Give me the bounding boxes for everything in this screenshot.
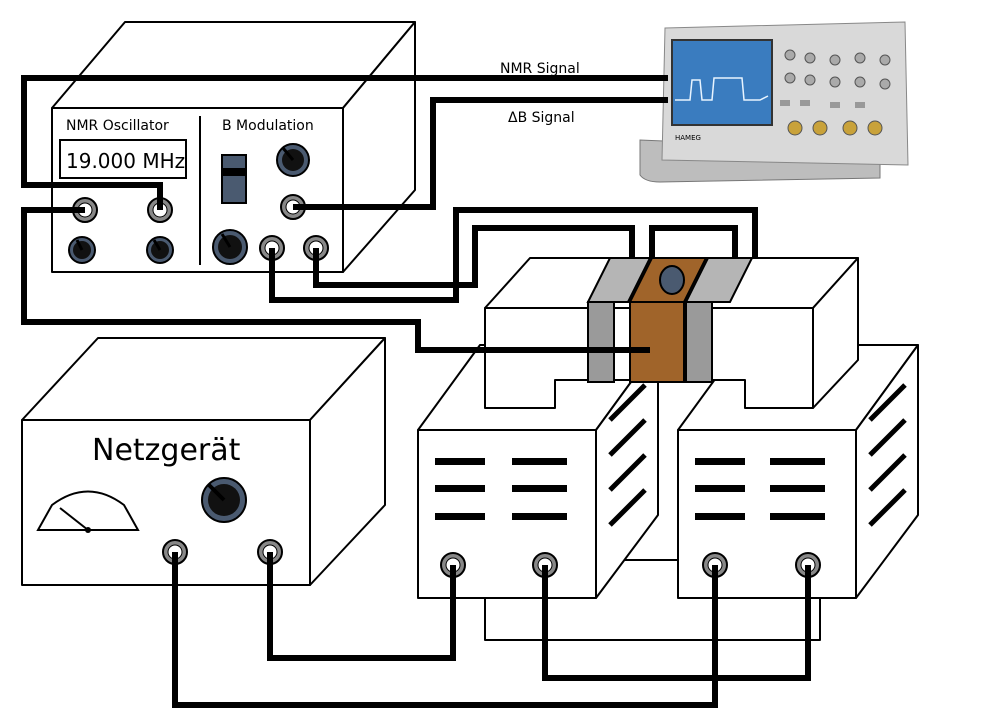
modulation-amplitude-knob[interactable] (277, 144, 309, 176)
oscillator-knob-left[interactable] (69, 237, 95, 263)
power-supply-unit: Netzgerät (22, 338, 385, 585)
nmr-oscillator-unit: NMR Oscillator B Modulation 19.000 MHz (52, 22, 415, 272)
modulation-switch-lever (222, 168, 246, 176)
scope-screen (672, 40, 772, 125)
cable-modulation-bridge (652, 228, 735, 258)
nmr-signal-label: NMR Signal (500, 61, 580, 77)
oscilloscope: HAMEG (640, 22, 908, 182)
modulation-frequency-knob[interactable] (213, 230, 247, 264)
electromagnet (418, 258, 918, 640)
power-supply-knob[interactable] (202, 478, 246, 522)
modulation-switch[interactable] (222, 155, 246, 203)
frequency-display-value: 19.000 MHz (66, 149, 185, 173)
oscillator-knob-right[interactable] (147, 237, 173, 263)
power-supply-title: Netzgerät (92, 433, 241, 468)
oscillator-title: NMR Oscillator (66, 118, 169, 134)
scope-brand: HAMEG (675, 134, 701, 142)
delta-b-signal-label: ΔB Signal (508, 110, 575, 126)
sample-vial (660, 266, 684, 294)
modulation-title: B Modulation (222, 118, 314, 134)
